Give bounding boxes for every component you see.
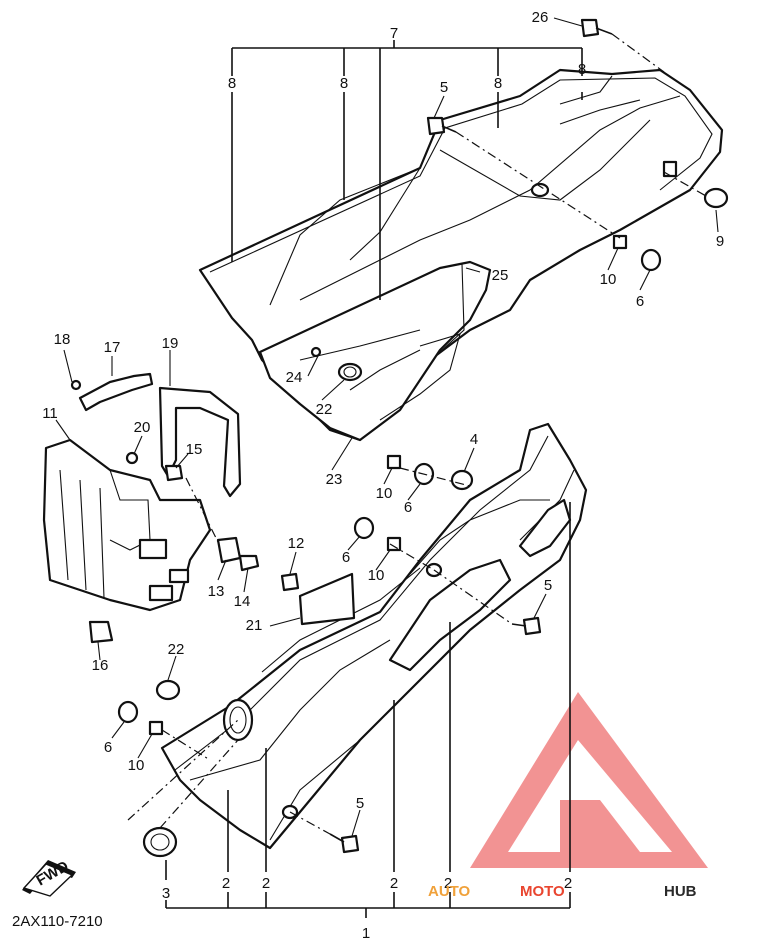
callout-8: 8 <box>340 75 348 92</box>
fwd-arrow: FWD <box>22 858 76 897</box>
callout-7: 7 <box>390 25 398 42</box>
callout-17: 17 <box>104 339 121 356</box>
callout-18: 18 <box>54 331 71 348</box>
watermark-hub: HUB <box>664 883 697 900</box>
alignment-lines <box>127 33 707 835</box>
callout-6: 6 <box>404 499 412 516</box>
callout-1: 1 <box>362 925 370 942</box>
callout-11: 11 <box>42 405 58 422</box>
group-brackets <box>165 40 583 918</box>
callout-12: 12 <box>288 535 305 552</box>
callout-2: 2 <box>444 875 452 892</box>
watermark-text: AUTO MOTO HUB <box>428 883 697 900</box>
callout-2: 2 <box>564 875 572 892</box>
callout-2: 2 <box>222 875 230 892</box>
callout-5: 5 <box>356 795 364 812</box>
callout-19: 19 <box>162 335 179 352</box>
callout-8: 8 <box>494 75 502 92</box>
callout-25: 25 <box>492 267 509 284</box>
catalog-code: 2AX110-7210 <box>12 913 103 930</box>
callout-2: 2 <box>262 875 270 892</box>
leader-lines <box>55 17 719 837</box>
callout-6: 6 <box>104 739 112 756</box>
callout-6: 6 <box>636 293 644 310</box>
callout-14: 14 <box>234 593 251 610</box>
callout-22: 22 <box>316 401 333 418</box>
callout-23: 23 <box>326 471 343 488</box>
watermark-moto: MOTO <box>520 883 565 900</box>
callout-5: 5 <box>440 79 448 96</box>
callout-24: 24 <box>286 369 303 386</box>
bracket-assembly <box>42 372 260 644</box>
hardware-parts <box>117 18 729 858</box>
callout-10: 10 <box>128 757 145 774</box>
callout-10: 10 <box>600 271 617 288</box>
upper-side-cover <box>198 68 724 442</box>
callout-6: 6 <box>342 549 350 566</box>
callout-20: 20 <box>134 419 151 436</box>
callout-13: 13 <box>208 583 225 600</box>
callout-9: 9 <box>716 233 724 250</box>
callout-8: 8 <box>578 61 586 78</box>
callout-4: 4 <box>470 431 478 448</box>
callout-15: 15 <box>186 441 203 458</box>
lower-cover-grommet-hole <box>222 698 254 742</box>
callout-8: 8 <box>228 75 236 92</box>
callout-22: 22 <box>168 641 185 658</box>
callout-26: 26 <box>532 9 549 26</box>
callout-21: 21 <box>246 617 263 634</box>
callout-2: 2 <box>390 875 398 892</box>
callout-16: 16 <box>92 657 109 674</box>
watermark-logo <box>470 692 708 868</box>
callout-10: 10 <box>376 485 393 502</box>
callout-10: 10 <box>368 567 385 584</box>
callout-3: 3 <box>162 885 170 902</box>
callout-5: 5 <box>544 577 552 594</box>
watermark-auto: AUTO <box>428 883 471 900</box>
